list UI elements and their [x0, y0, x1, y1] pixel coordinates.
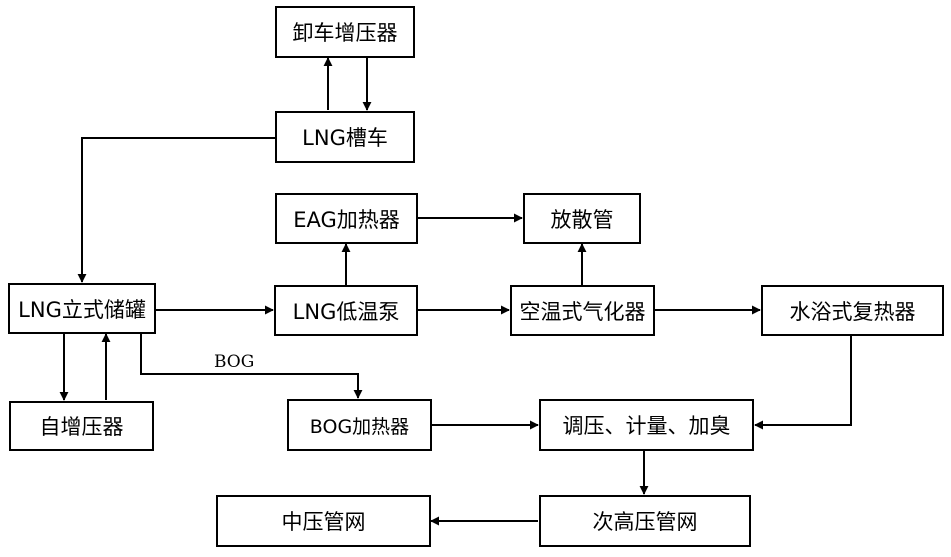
unloading-booster-box: 卸车增压器	[275, 6, 415, 58]
lng-tank-box: LNG立式储罐	[8, 283, 156, 334]
regulate-meter-odorize-box: 调压、计量、加臭	[539, 399, 754, 451]
lng-pump-box: LNG低温泵	[274, 285, 418, 336]
air-vaporizer-box: 空温式气化器	[510, 285, 655, 336]
edge-tank-to-bogheater	[140, 334, 363, 399]
edge-reheater-to-regulate	[754, 335, 852, 430]
self-booster-box: 自增压器	[9, 401, 154, 451]
water-bath-reheater-box: 水浴式复热器	[761, 285, 944, 336]
sub-high-pressure-network-box: 次高压管网	[539, 495, 751, 547]
lng-tanker-box: LNG槽车	[275, 111, 415, 163]
eag-heater-box: EAG加热器	[275, 193, 418, 244]
edge-tanker-to-tank	[77, 137, 275, 283]
bog-heater-box: BOG加热器	[287, 399, 432, 451]
vent-pipe-box: 放散管	[523, 193, 641, 244]
mid-pressure-network-box: 中压管网	[216, 495, 431, 547]
bog-edge-label: BOG	[214, 352, 255, 372]
